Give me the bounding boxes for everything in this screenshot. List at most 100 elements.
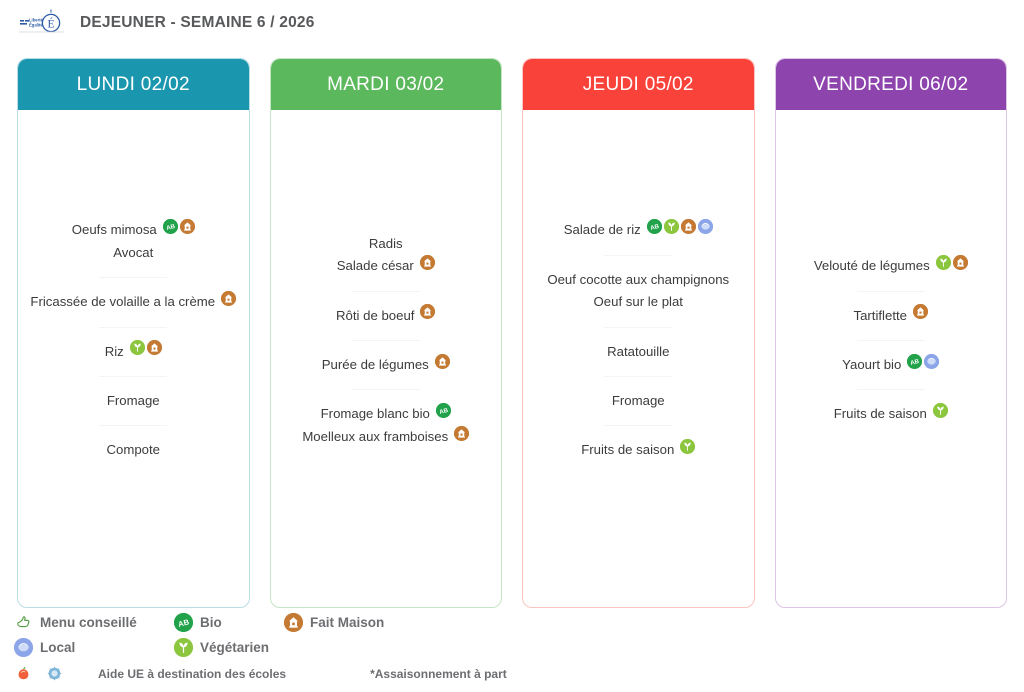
dish: Salade césar [279, 254, 494, 277]
dish-name: Tartiflette [853, 307, 907, 323]
legend-label-menu-conseille: Menu conseillé [40, 615, 137, 630]
dish-name: Rôti de boeuf [336, 307, 415, 323]
dish-badges: AB [646, 218, 713, 238]
leaf-icon [174, 638, 193, 657]
legend-note-aide-ue: Aide UE à destination des écoles [98, 666, 287, 681]
svg-text:AB: AB [650, 224, 661, 232]
legend-row-3: Aide UE à destination des écoles *Assais… [14, 660, 714, 687]
course: Fruits de saison [531, 439, 746, 461]
legend-label-vegetarien: Végétarien [200, 640, 270, 655]
house-icon [146, 340, 162, 356]
course: Riz [26, 340, 241, 363]
thumbs-up-icon [14, 613, 33, 632]
svg-text:É: É [47, 16, 54, 30]
dish: Avocat [26, 242, 241, 264]
dish-badges [129, 340, 162, 359]
course-separator [99, 326, 168, 328]
dish: Oeuf cocotte aux champignons [531, 269, 746, 291]
svg-text:Égalité: Égalité [29, 23, 43, 28]
course: Salade de riz AB [531, 218, 746, 241]
leaf-icon [129, 340, 145, 356]
course: Fromage blanc bio AB Moelleux aux frambois… [279, 403, 494, 448]
course: Compote [26, 439, 241, 461]
course: Fricassée de volaille a la crème [26, 290, 241, 313]
leaf-icon [935, 254, 951, 270]
course: Ratatouille [531, 341, 746, 363]
education-nationale-logo: Liberté Égalité É [18, 9, 66, 37]
legend-item-menu-conseille: Menu conseillé [14, 613, 174, 632]
dish: Compote [26, 439, 241, 461]
dish-name: Fromage [611, 392, 665, 408]
house-icon [952, 254, 968, 270]
legend-label-local: Local [40, 640, 76, 655]
house-icon [284, 613, 303, 632]
dish: Salade de riz AB [531, 218, 746, 241]
day-card-title: LUNDI 02/02 [18, 59, 249, 110]
dish: Tartiflette [784, 304, 999, 327]
dish: Fruits de saison [784, 403, 999, 425]
dish-badges [680, 439, 696, 458]
course-separator [99, 277, 168, 279]
dish: Fromage [531, 390, 746, 412]
dish: Fruits de saison [531, 439, 746, 461]
dish-name: Ratatouille [607, 343, 670, 359]
legend: Menu conseillé AB Bio [14, 610, 714, 687]
course-separator [351, 389, 420, 391]
course-separator [604, 326, 673, 328]
house-icon [419, 254, 435, 270]
ab-bio-icon: AB [646, 218, 662, 234]
dish-name: Oeufs mimosa [71, 222, 157, 238]
house-icon [179, 218, 195, 234]
dish: Velouté de légumes [784, 254, 999, 277]
course-separator [99, 375, 168, 377]
course-separator [856, 340, 925, 341]
leaf-icon [663, 218, 679, 234]
milk-icon [45, 664, 64, 683]
dish-name: Salade de riz [563, 222, 641, 238]
dish-badges [932, 403, 948, 422]
dish: Oeufs mimosa AB [26, 218, 241, 241]
dish-name: Purée de légumes [321, 357, 429, 372]
dish-badges [913, 304, 928, 323]
svg-text:AB: AB [439, 408, 450, 416]
course: Tartiflette [784, 304, 999, 327]
dish-badges [454, 425, 470, 445]
dish-name: Avocat [113, 244, 154, 260]
legend-note-assaisonnement: *Assaisonnement à part [370, 666, 507, 681]
course-separator [604, 425, 673, 427]
day-card-title: VENDREDI 06/02 [775, 59, 1006, 110]
legend-row-2: Local Végétarien [14, 635, 714, 660]
dish: Riz [26, 340, 241, 363]
course-separator [604, 254, 673, 256]
dish-name: Radis [368, 235, 403, 251]
dish-badges [419, 254, 435, 274]
legend-item-local: Local [14, 638, 174, 657]
house-icon [454, 425, 470, 441]
dish: Fromage [26, 390, 241, 412]
fruit-icon [14, 664, 33, 683]
dish: Fricassée de volaille a la crème [26, 290, 241, 313]
local-hand-icon [924, 353, 940, 369]
course-separator [99, 425, 168, 427]
dish-name: Riz [104, 343, 124, 359]
dish-name: Moelleux aux framboises [302, 428, 449, 444]
dish-name: Fricassée de volaille a la crème [30, 294, 216, 310]
local-hand-icon [14, 638, 33, 657]
ab-bio-icon: AB [162, 218, 178, 234]
course: Fruits de saison [784, 403, 999, 425]
page-header: Liberté Égalité É DEJEUNER - SEMAINE 6 /… [0, 0, 1024, 46]
dish: Radis [279, 233, 494, 255]
house-icon [221, 290, 237, 306]
dish-name: Salade césar [336, 258, 414, 274]
house-icon [913, 304, 928, 320]
local-hand-icon [697, 218, 713, 234]
dish-name: Fromage blanc bio [320, 406, 430, 422]
